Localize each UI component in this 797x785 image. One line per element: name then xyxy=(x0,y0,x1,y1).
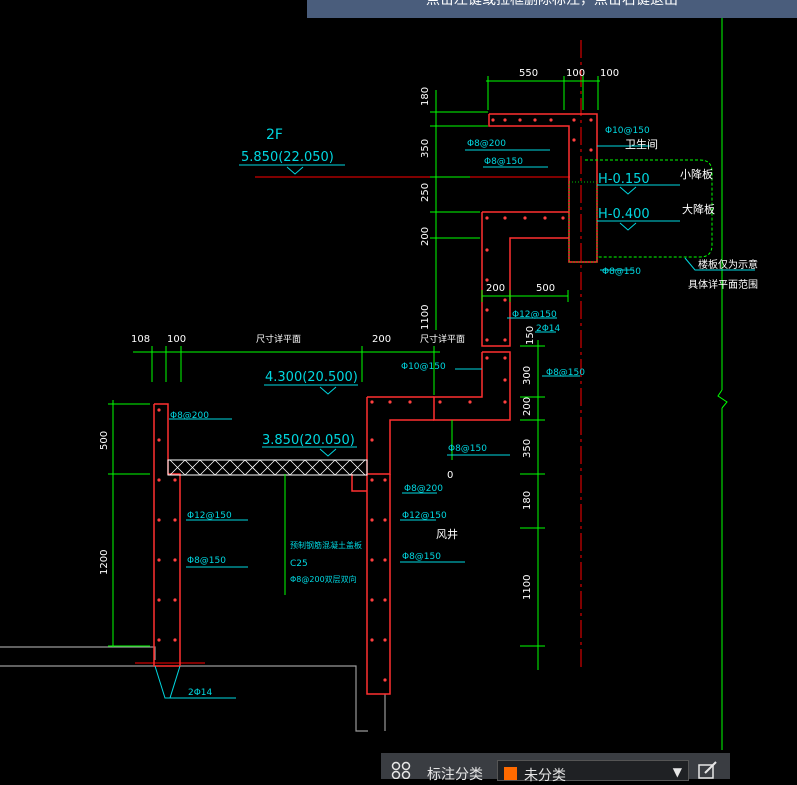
dim-180-top: 180 xyxy=(420,87,431,106)
dim-1100-right: 1100 xyxy=(522,575,533,600)
dim-300: 300 xyxy=(522,366,533,385)
precast-slab xyxy=(167,459,368,476)
dim-100b: 100 xyxy=(600,68,619,79)
rebar-10-150a: Φ10@150 xyxy=(605,126,650,136)
level-2f: 2F xyxy=(266,127,283,143)
note-line1: 楼板仅为示意 xyxy=(698,258,758,271)
edit-icon[interactable] xyxy=(697,761,719,779)
dim-500-left: 500 xyxy=(99,431,110,450)
rebar-8-150c: Φ8@150 xyxy=(546,368,585,378)
rebar-8-150d: Φ8@150 xyxy=(448,444,487,454)
leader-lines xyxy=(154,145,755,699)
dim-180-right: 180 xyxy=(522,491,533,510)
dim-200-right: 200 xyxy=(522,397,533,416)
small-slab-label: 小降板 xyxy=(680,167,713,181)
dim-108: 108 xyxy=(131,334,150,345)
note-line2: 具体详平面范围 xyxy=(688,278,758,291)
h-0150: H-0.150 xyxy=(598,172,650,187)
rebar-8-200a: Φ8@200 xyxy=(467,139,506,149)
dim-150: 150 xyxy=(525,326,536,345)
size-per-plan-b: 尺寸详平面 xyxy=(420,333,465,345)
zero-label: 0 xyxy=(447,470,453,481)
shaft-label: 风井 xyxy=(436,527,458,541)
elev-385: 3.850(20.050) xyxy=(262,433,355,448)
ground-lines xyxy=(0,646,386,732)
command-hint-bar: 点击左键或拉框删除标注，点击右键退出 xyxy=(307,0,797,18)
axis-lines xyxy=(135,40,582,670)
rebar-2-14b: 2Φ14 xyxy=(188,688,213,698)
chevron-down-icon[interactable]: ▼ xyxy=(672,765,682,779)
rebar-12-150c: Φ12@150 xyxy=(402,511,447,521)
annotation-category-label: 标注分类 xyxy=(427,767,483,783)
dotted-slab-region xyxy=(568,159,713,263)
dim-200-span: 200 xyxy=(372,334,391,345)
dim-200-left: 200 xyxy=(420,227,431,246)
annotation-toolbar: 标注分类 未分类 ▼ xyxy=(381,753,730,784)
big-slab-label: 大降板 xyxy=(682,202,715,216)
rebar-8-150e: Φ8@150 xyxy=(187,556,226,566)
category-selected-value: 未分类 xyxy=(524,768,566,784)
rebar-2-14a: 2Φ14 xyxy=(536,324,561,334)
dim-500-mid: 500 xyxy=(536,283,555,294)
dim-200-mid: 200 xyxy=(486,283,505,294)
concrete-note2: C25 xyxy=(290,559,308,569)
size-per-plan-a: 尺寸详平面 xyxy=(256,333,301,345)
elev-430: 4.300(20.500) xyxy=(265,370,358,385)
elev-2f: 5.850(22.050) xyxy=(241,150,334,165)
rebar-12-150a: Φ12@150 xyxy=(512,310,557,320)
bathroom-label: 卫生间 xyxy=(625,137,658,151)
dim-1200-left: 1200 xyxy=(99,550,110,575)
right-wall-line xyxy=(717,18,728,750)
rebar-8-150b: Φ8@150 xyxy=(602,267,641,277)
rebar-12-150b: Φ12@150 xyxy=(187,511,232,521)
elevation-labels: 2F 5.850(22.050) 4.300(20.500) 3.850(20.… xyxy=(241,127,650,448)
dim-350-top: 350 xyxy=(420,139,431,158)
rebar-8-150f: Φ8@150 xyxy=(402,552,441,562)
dim-1100-top: 1100 xyxy=(420,305,431,330)
upper-structure xyxy=(153,113,598,695)
white-labels: 550 100 100 180 350 250 200 1100 200 500… xyxy=(99,68,758,600)
filter-icon[interactable] xyxy=(391,761,411,779)
dim-100a: 100 xyxy=(566,68,585,79)
command-hint-text: 点击左键或拉框删除标注，点击右键退出 xyxy=(426,0,678,8)
rebar-8-200c: Φ8@200 xyxy=(404,484,443,494)
dim-350-right: 350 xyxy=(522,439,533,458)
rebar-8-200b: Φ8@200 xyxy=(170,411,209,421)
dim-100-left: 100 xyxy=(167,334,186,345)
concrete-note1: 预制钢筋混凝土盖板 xyxy=(290,540,362,550)
rebar-dots xyxy=(157,118,593,682)
category-color-swatch xyxy=(504,767,517,780)
dim-250: 250 xyxy=(420,183,431,202)
rebar-8-150a: Φ8@150 xyxy=(484,157,523,167)
rebar-labels: Φ10@150 Φ8@200 Φ8@150 Φ8@150 Φ12@150 2Φ1… xyxy=(170,126,650,698)
h-0400: H-0.400 xyxy=(598,207,650,222)
rebar-10-150b: Φ10@150 xyxy=(401,362,446,372)
dim-550: 550 xyxy=(519,68,538,79)
dimension-lines xyxy=(108,76,600,670)
annotation-category-select[interactable]: 未分类 ▼ xyxy=(497,760,689,784)
concrete-note3: Φ8@200双层双向 xyxy=(290,574,357,584)
